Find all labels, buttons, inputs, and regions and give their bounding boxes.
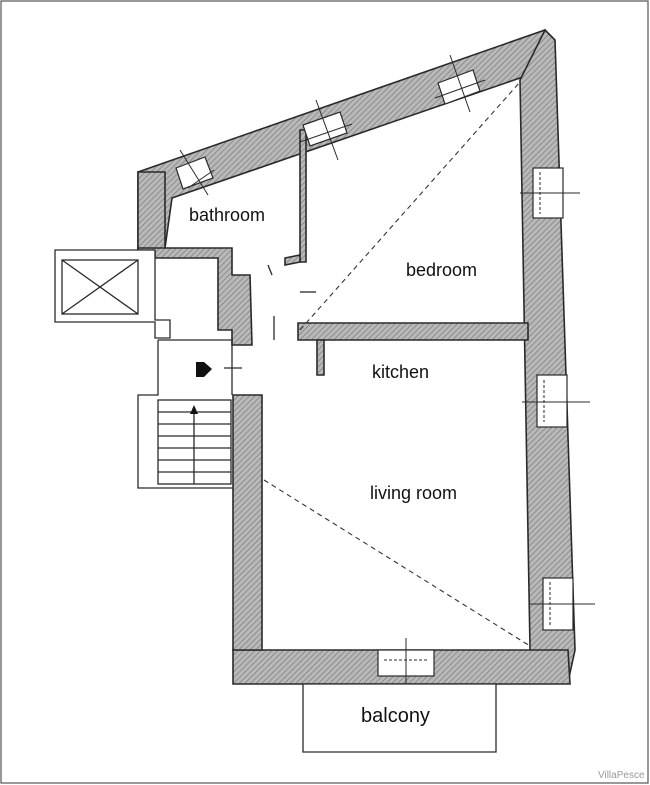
label-bathroom: bathroom (189, 205, 265, 225)
entry-corridor (158, 339, 233, 395)
wall-bathroom-left (137, 171, 166, 251)
window-living-right (530, 577, 595, 631)
diagonal-living-room (263, 479, 531, 647)
balcony-outline (302, 683, 497, 753)
label-living-room: living room (370, 483, 457, 503)
elevator-shaft (54, 249, 171, 339)
stairs-up-arrow-icon (190, 405, 198, 414)
wall-bedroom-kitchen (297, 322, 529, 341)
window-bedroom-right (520, 167, 580, 219)
wall-living-left (232, 394, 263, 651)
window-kitchen-right (522, 374, 590, 428)
wall-bathroom-bedroom (299, 129, 307, 263)
door-marks (224, 264, 316, 369)
window-top-2 (434, 54, 486, 113)
label-balcony: balcony (361, 705, 430, 727)
window-bathroom (175, 149, 215, 196)
window-top-1 (299, 99, 353, 161)
entrance-marker-icon (196, 362, 212, 377)
label-kitchen: kitchen (372, 362, 429, 382)
window-balcony-door (377, 638, 435, 684)
wall-kitchen-stub (316, 339, 325, 376)
wall-door-nib (284, 254, 301, 266)
credit-watermark: VillaPesce (598, 770, 645, 781)
staircase (137, 340, 233, 489)
diagonal-bedroom (299, 81, 521, 331)
label-bedroom: bedroom (406, 260, 477, 280)
